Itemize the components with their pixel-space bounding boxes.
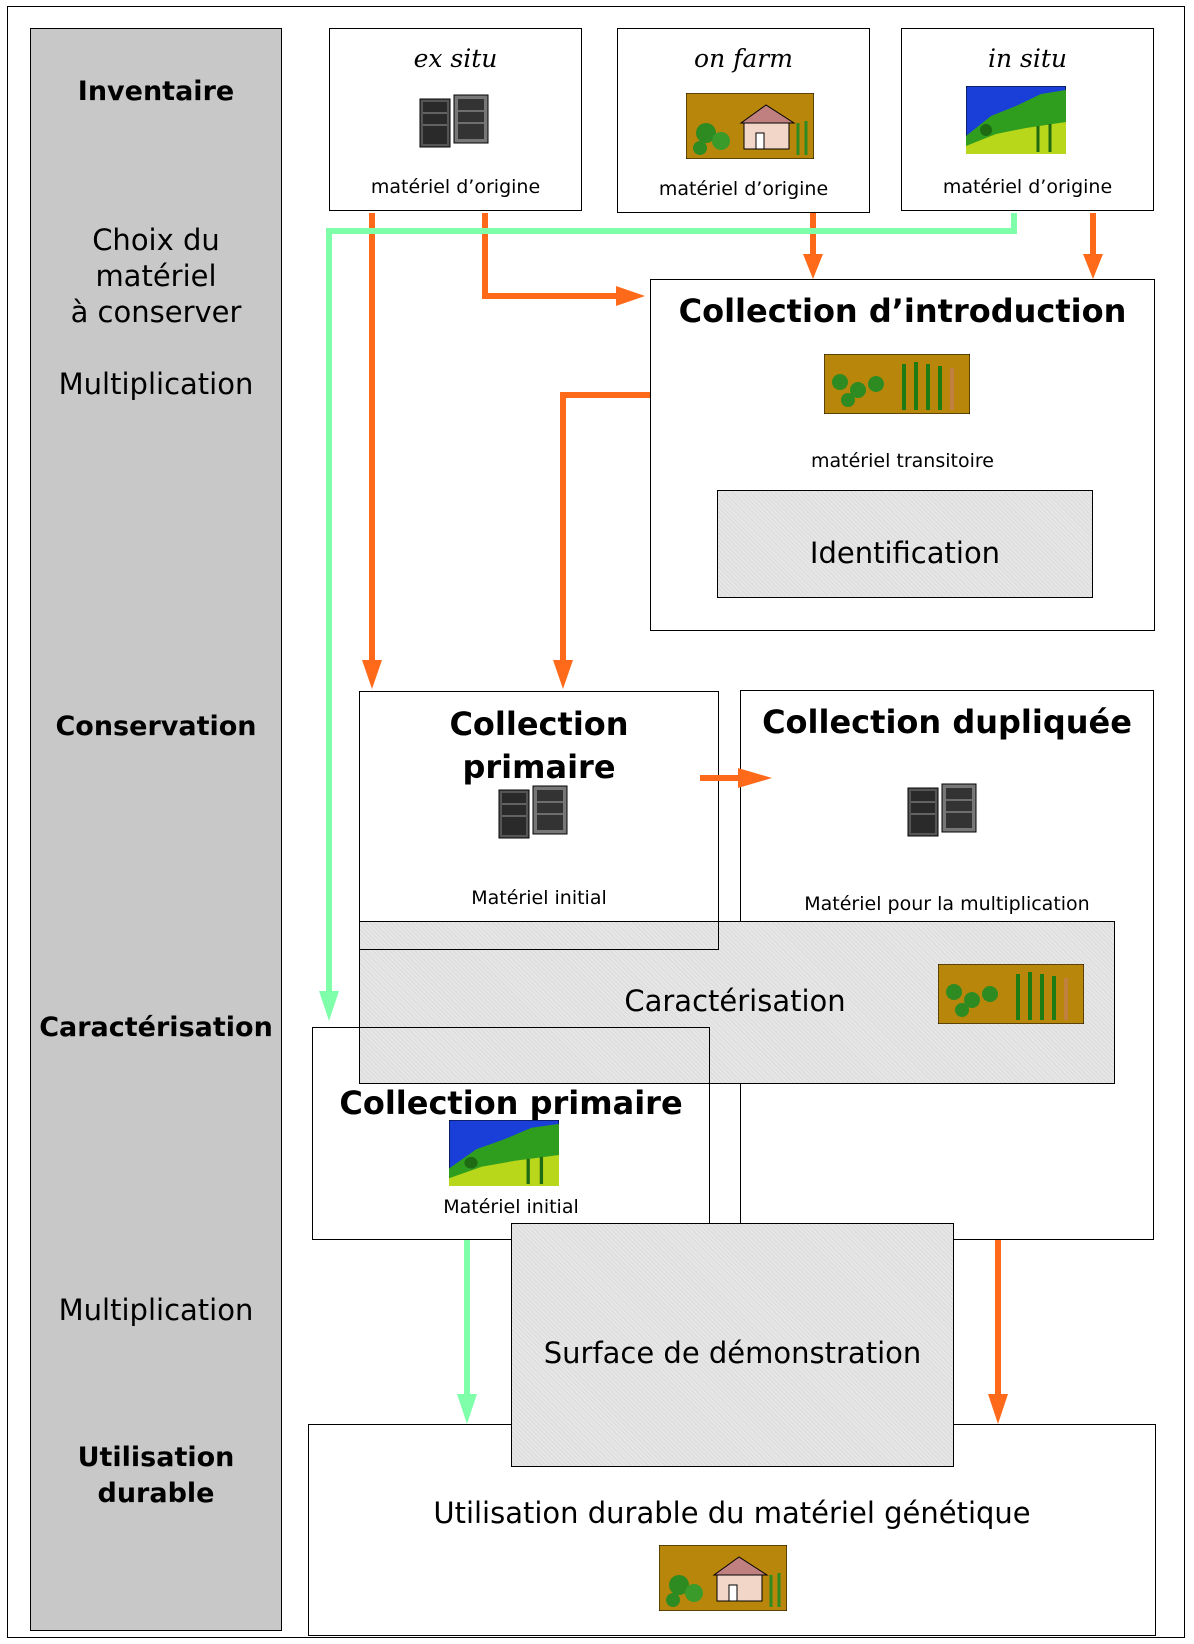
stage-inventory-label: Inventaire <box>77 76 235 107</box>
stage-multiplication-2: Multiplication <box>58 1293 254 1327</box>
source-on-farm-caption: matériel d’origine <box>658 178 829 200</box>
sustainable-use-label: Utilisation durable du matériel génétiqu… <box>433 1496 1031 1530</box>
arrow-introduction-to-primary <box>560 392 650 662</box>
source-ex-situ-caption: matériel d’origine <box>370 176 541 198</box>
identification-box <box>717 490 1093 598</box>
duplicate-collection-caption: Matériel pour la multiplication <box>804 893 1090 915</box>
stage-choice-line-1: Choix du <box>92 223 220 257</box>
identification-label: Identification <box>809 536 1001 570</box>
primary-collection-title-line-2: primaire <box>462 748 616 786</box>
primary-collection-title-line-1: Collection <box>449 705 629 743</box>
landscape-icon <box>965 85 1067 158</box>
primary-collection-insitu-title: Collection primaire <box>339 1084 683 1122</box>
stage-choice-line-2: matériel <box>95 259 217 293</box>
stage-multiplication-1: Multiplication <box>58 367 254 401</box>
source-in-situ-label: in situ <box>987 44 1068 73</box>
stage-sustainable-use-line-2: durable <box>97 1478 215 1509</box>
server-icon <box>906 782 981 842</box>
stage-sustainable-use-line-1: Utilisation <box>77 1442 235 1473</box>
source-ex-situ-label: ex situ <box>413 44 498 73</box>
landscape-icon <box>448 1119 560 1190</box>
sidebar-stage-column <box>30 28 282 1631</box>
farm-icon <box>658 1544 788 1615</box>
demonstration-label: Surface de démonstration <box>543 1336 922 1370</box>
primary-collection-insitu-caption: Matériel initial <box>443 1196 579 1218</box>
outer-frame <box>7 6 1185 1638</box>
stage-characterization-label: Caractérisation <box>39 1012 273 1043</box>
stage-conservation-label: Conservation <box>55 711 257 742</box>
stage-choice-line-3: à conserver <box>70 295 242 329</box>
characterization-label: Caractérisation <box>624 984 846 1018</box>
demonstration-box <box>511 1223 954 1467</box>
primary-collection-caption: Matériel initial <box>471 887 607 909</box>
farm-icon <box>685 92 815 163</box>
duplicate-collection-title: Collection dupliquée <box>762 703 1132 741</box>
introduction-collection-caption: matériel transitoire <box>811 450 994 472</box>
introduction-collection-title: Collection d’introduction <box>678 292 1127 330</box>
source-on-farm-label: on farm <box>694 44 793 73</box>
source-in-situ-caption: matériel d’origine <box>942 176 1113 198</box>
crop-field-icon <box>937 963 1085 1028</box>
server-icon <box>497 784 572 844</box>
green-arrow-insitu-to-primary <box>326 213 1017 993</box>
arrow-exsitu-to-introduction <box>482 213 618 299</box>
crop-field-icon <box>823 353 971 418</box>
server-icon <box>418 93 493 153</box>
